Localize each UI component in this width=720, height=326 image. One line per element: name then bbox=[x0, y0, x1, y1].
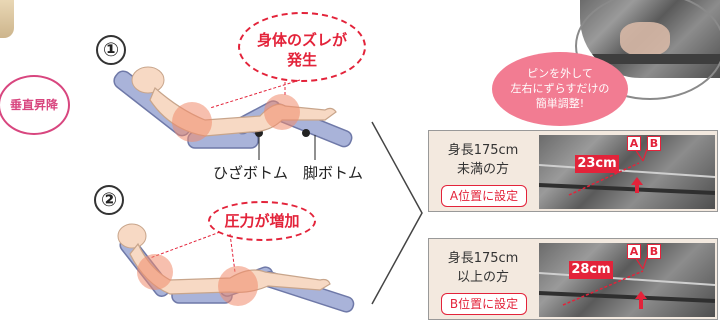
chevron-right-icon bbox=[371, 121, 423, 305]
vertical-lift-badge: 垂直昇降 bbox=[0, 75, 70, 135]
photo-speech-bubble bbox=[575, 0, 720, 100]
step-2-number: ② bbox=[94, 185, 124, 215]
tag-b: B bbox=[647, 136, 661, 151]
pivot-dot bbox=[302, 129, 310, 137]
knee-bottom-label: ひざボトム bbox=[213, 164, 289, 182]
panel-a-photo: A B 23cm bbox=[539, 135, 715, 209]
pressure-bubble: 圧力が増加 bbox=[208, 201, 316, 241]
bed-illustration-1 bbox=[113, 66, 353, 160]
tag-a: A bbox=[627, 136, 641, 151]
set-position-a-button[interactable]: A位置に設定 bbox=[441, 185, 527, 207]
tip-line3: 簡単調整! bbox=[535, 97, 585, 110]
panel-b-photo: A B 28cm bbox=[539, 243, 715, 317]
arrow-up-icon bbox=[631, 177, 643, 193]
rail-lines bbox=[539, 256, 715, 309]
head bbox=[131, 66, 165, 94]
callout-line bbox=[149, 231, 221, 259]
leg-bottom-label: 脚ボトム bbox=[303, 164, 364, 182]
distance-label-a: 23cm bbox=[575, 155, 619, 173]
panel-b-condition: 以上の方 bbox=[456, 270, 509, 285]
tip-line1: ピンを外して bbox=[527, 67, 593, 80]
callout-line bbox=[229, 233, 236, 273]
pressure-area-knee bbox=[264, 94, 300, 130]
body-slip-line2: 発生 bbox=[286, 51, 317, 69]
pressure-area-hip bbox=[172, 102, 212, 142]
step-1-number: ① bbox=[96, 35, 126, 65]
setting-panel-b: 身長175cm 以上の方 B位置に設定 A B 28cm bbox=[428, 238, 718, 320]
product-image-edge bbox=[0, 0, 14, 38]
rail-lines bbox=[539, 148, 715, 196]
body-slip-line1: 身体のズレが bbox=[256, 31, 347, 49]
panel-b-height: 身長175cm bbox=[447, 251, 519, 266]
tip-bubble: ピンを外して 左右にずらすだけの 簡単調整! bbox=[492, 52, 628, 126]
tag-a: A bbox=[627, 244, 641, 259]
body-slip-bubble: 身体のズレが 発生 bbox=[238, 12, 366, 82]
panel-a-height: 身長175cm bbox=[447, 143, 519, 158]
tag-b: B bbox=[647, 244, 661, 259]
bed-illustration-2 bbox=[117, 223, 355, 313]
head bbox=[117, 223, 147, 249]
panel-a-condition: 未満の方 bbox=[456, 162, 509, 177]
set-position-b-button[interactable]: B位置に設定 bbox=[441, 293, 527, 315]
arrow-up-icon bbox=[635, 291, 647, 309]
distance-label-b: 28cm bbox=[569, 261, 613, 279]
pressure-area-hip bbox=[218, 266, 258, 306]
setting-panel-a: 身長175cm 未満の方 A位置に設定 A B 23cm bbox=[428, 130, 718, 212]
tip-line2: 左右にずらすだけの bbox=[510, 82, 610, 95]
pressure-area-back bbox=[137, 254, 173, 290]
